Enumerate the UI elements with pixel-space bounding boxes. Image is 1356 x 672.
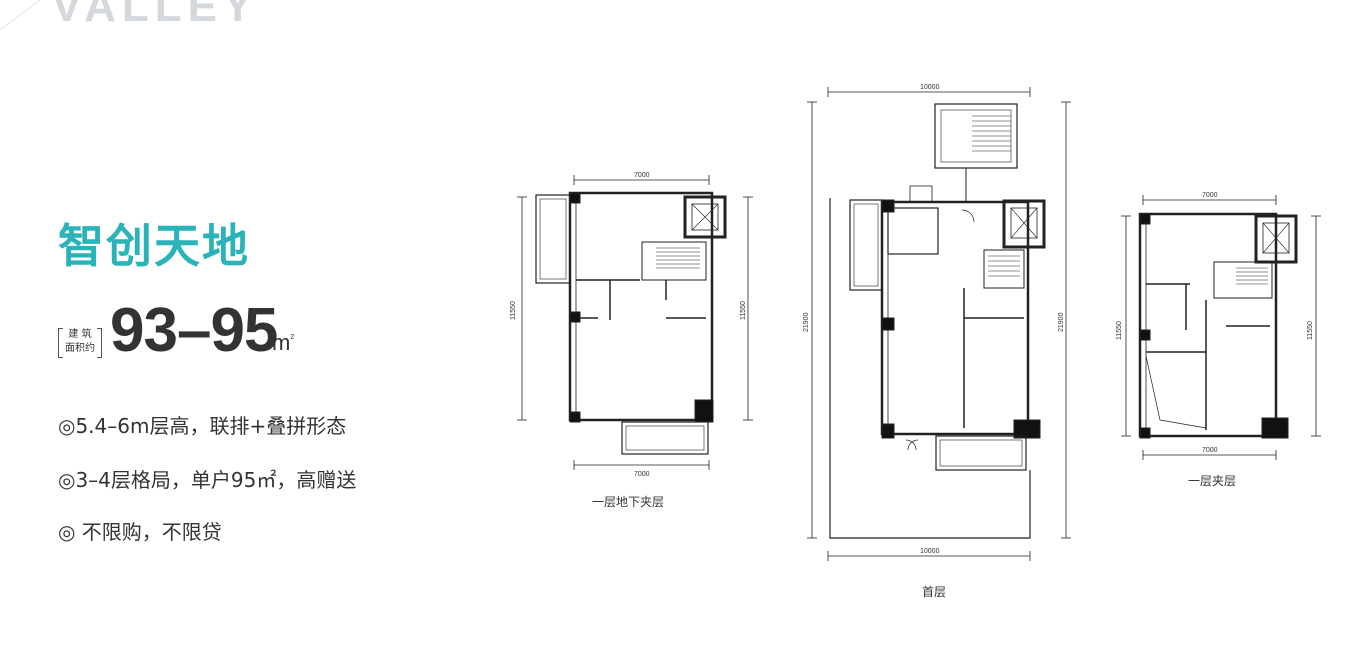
plan2-dim-top: 10000 (920, 84, 940, 91)
area-label: 建 筑 面积约 (58, 326, 102, 360)
area-range: 93–95 (110, 296, 278, 365)
feature-item-2: ◎3–4层格局，单户95㎡，高赠送 (58, 468, 357, 492)
plan2-dim-left: 21900 (803, 312, 810, 332)
plan3-dim-right: 11550 (1307, 321, 1314, 340)
plan3-dim-bottom: 7000 (1202, 447, 1218, 454)
area-label-line1: 建 筑 (68, 329, 92, 340)
page-title: 智创天地 (58, 219, 250, 273)
area-label-line2: 面积约 (65, 343, 95, 354)
plan2-dim-bottom: 10000 (920, 548, 940, 555)
plan3-label: 一层夹层 (1188, 474, 1236, 488)
plan1-dim-right: 11550 (740, 301, 747, 320)
plan1-dim-top: 7000 (634, 172, 650, 179)
plan-ground-floor (807, 87, 1071, 561)
area-unit: m² (272, 330, 294, 355)
plan-basement-mezzanine (517, 175, 753, 470)
plan-first-mezzanine (1121, 195, 1321, 460)
plan3-dim-top: 7000 (1202, 192, 1218, 199)
feature-item-1: ◎5.4–6m层高，联排+叠拼形态 (58, 414, 347, 438)
plan1-dim-bottom: 7000 (634, 471, 650, 478)
plan1-label: 一层地下夹层 (592, 495, 664, 509)
plan2-dim-right: 21900 (1058, 312, 1065, 332)
feature-item-3: ◎ 不限购，不限贷 (58, 520, 222, 544)
plan3-dim-left: 11550 (1116, 321, 1123, 340)
brand-logo-text: VALLEY (52, 0, 259, 31)
plan1-dim-left: 11550 (510, 301, 517, 320)
plan2-label: 首层 (922, 585, 946, 599)
